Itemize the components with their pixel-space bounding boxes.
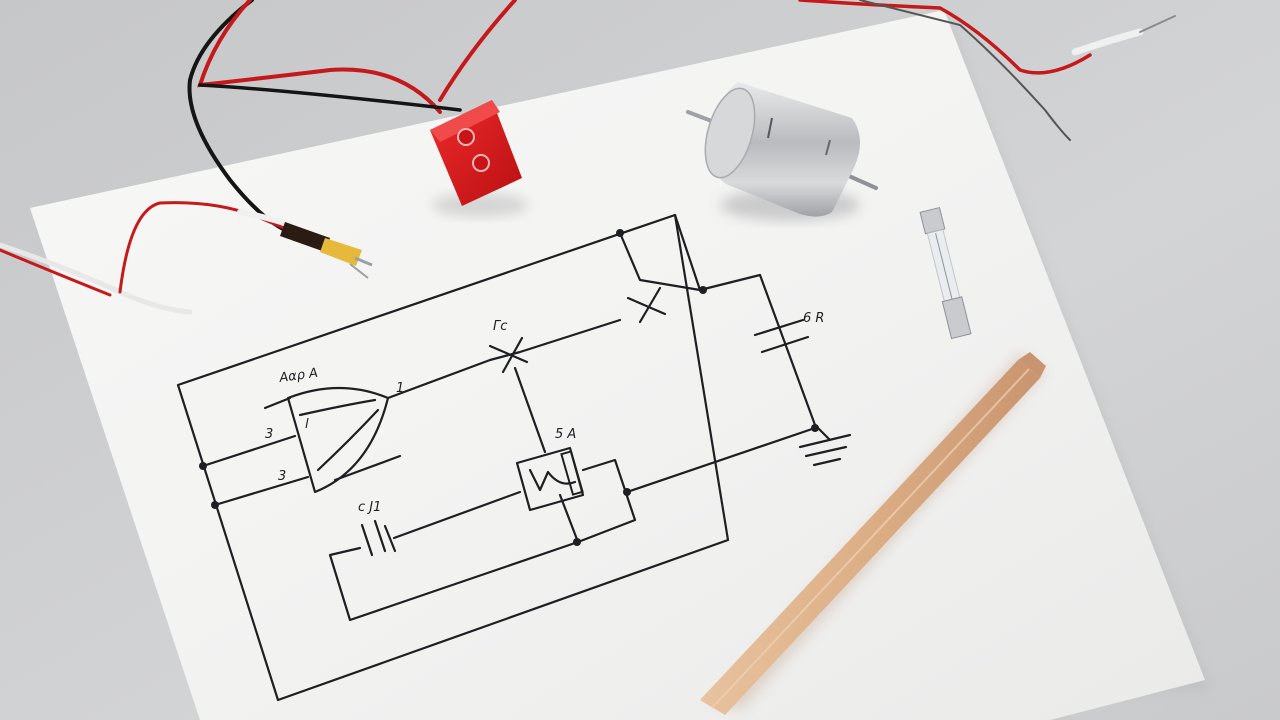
junction-dots xyxy=(199,229,819,546)
capacitor-right-plate-1 xyxy=(753,318,805,337)
switch-top xyxy=(626,286,667,324)
glass-fuse xyxy=(919,206,972,340)
pencil xyxy=(700,352,1046,715)
label-input-1: 3 xyxy=(265,427,273,442)
red-connector xyxy=(430,100,528,217)
schematic-outer-loop xyxy=(176,213,730,702)
label-capacitor-bottom: c J1 xyxy=(358,500,381,515)
label-input-2: 3 xyxy=(278,469,286,484)
dc-motor xyxy=(686,82,878,221)
logic-gate-symbol xyxy=(263,386,402,494)
paper-sheet xyxy=(30,10,1205,720)
ground-symbol xyxy=(798,433,852,467)
circuit-schematic: Aαρ A Γc 5 A 6 R c J1 3 3 1 l xyxy=(176,213,852,702)
meter-box xyxy=(515,446,585,512)
right-wire xyxy=(798,0,1176,141)
schematic-relay-drop xyxy=(513,366,547,454)
switch-middle xyxy=(488,336,529,374)
label-top-left: Aαρ A xyxy=(277,366,318,386)
label-gate-out: 1 xyxy=(396,381,404,396)
schematic-left-input-1 xyxy=(201,434,297,468)
capacitor-bottom xyxy=(360,519,397,557)
label-capacitor-right: 6 R xyxy=(803,311,824,326)
yellow-terminal xyxy=(280,222,373,279)
schematic-left-input-2 xyxy=(213,475,310,507)
schematic-gate-output-line xyxy=(386,318,622,400)
label-relay: 5 A xyxy=(555,427,576,442)
label-gate-in: l xyxy=(305,417,309,432)
capacitor-right-plate-2 xyxy=(760,335,810,354)
label-switch-1: Γc xyxy=(493,319,507,334)
